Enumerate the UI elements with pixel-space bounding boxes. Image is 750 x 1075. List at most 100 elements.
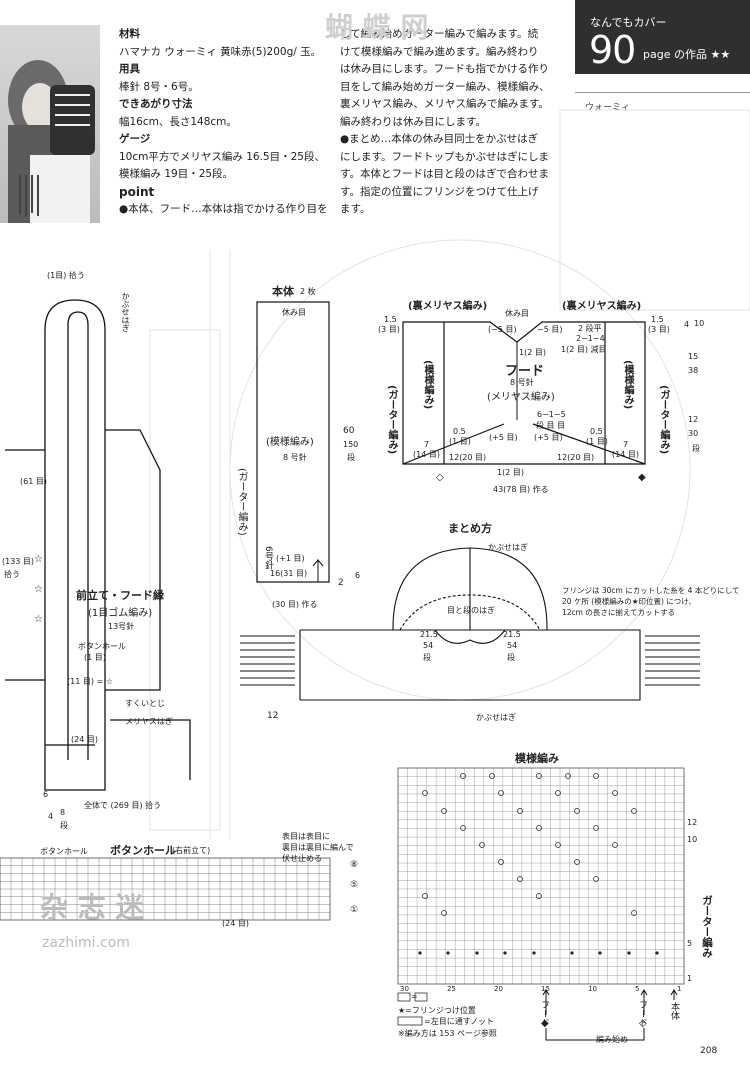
front-stars: ☆☆☆ [34,554,43,625]
hood-dec-title: 2 段平 [578,324,602,333]
hood-r15: 15 [688,352,699,361]
hood-reverse-right: (裏メリヤス編み) [562,301,642,312]
legend-ref: ※編み方は 153 ページ参照 [398,1029,497,1038]
body-h2: 2 [338,578,344,588]
banner-underline [575,92,750,93]
body-pattern: (模様編み) [266,437,314,448]
hood-dec1: 2−1−4 [576,334,605,343]
bh-sub: (右前立て) [172,846,211,855]
assembly-w12: 12 [267,711,279,721]
front-meriyasu: メリヤスはぎ [125,717,173,726]
front-bh: ボタンホール [78,642,126,651]
front-r61: (61 目) [20,477,47,486]
chart-arrows [542,989,678,1041]
front-r24: (24 目) [71,735,98,744]
body-count: 2 枚 [300,287,316,296]
body-h150: 150 [343,440,359,449]
bh-note3: 伏せ止める [282,854,322,863]
hood-one2: 1(2 目) [519,348,546,357]
front-kabuse: かぶせはぎ [121,292,130,332]
legend-fringe: ★=フリンジつけ位置 [398,1006,476,1015]
fringe-note-3: 12cm の長さに揃えてカットする [562,608,675,617]
body-garter: (ガーター編み) [236,468,247,536]
front-w4: 4 [48,812,54,821]
front-r11: (11 目) = ☆ [67,677,113,686]
chart-col-label: 15 [541,985,550,993]
instructions-line: ●まとめ…本体の休み目同士をかぶせはぎ [340,133,539,145]
watermark-bottom: 杂 志 迷 [40,891,144,924]
body-cast: (30 目) 作る [272,600,318,609]
hood-v15-right: 1.5 [651,315,664,324]
instructions-line: けて模様編みで編み進めます。編み終わり [340,45,539,58]
hood-diagram [402,321,646,465]
chart-start: 編み始め [596,1035,628,1044]
hood-v3-left: (3 目) [378,325,400,334]
model-photo-illustration [8,60,95,223]
chart-col-label: 10 [588,985,597,993]
instructions-line: 目をして編み始めガーター編み、模様編み、 [340,80,550,93]
chart-col-label: 30 [400,985,409,993]
materials-block: 材料 ハマナカ ウォーミィ 黄味赤(5)200g/ 玉。 用具 棒針 8号・6号… [119,26,339,219]
front-title: 前立て・フード縁 [76,589,164,602]
hood-v7-right: 7 [623,440,629,449]
watermark-top: 蝴 蝶 网 [325,11,429,44]
instructions-text: して編み始めガーター編みで編みます。続 けて模様編みで編み進めます。編み終わり … [340,26,555,219]
page-number: 208 [700,1046,718,1056]
point-heading: point [119,184,155,199]
hood-inc: 6−1−5 [537,410,566,419]
assembly-medan: 目と段のはぎ [447,606,495,615]
front-sukui: すくいとじ [125,699,165,708]
hood-plus5-left: (+5 目) [489,433,518,442]
instructions-line: ます。 [340,203,371,215]
assembly-diagram [299,547,641,701]
chart-body: 本体 [669,1002,679,1020]
front-pick2: 拾う [4,570,20,579]
hood-r38: 38 [688,366,699,375]
hood-v3-right: (3 目) [648,325,670,334]
instructions-line: す。指定の位置にフリンジをつけて仕上げ [340,185,539,198]
body-panel-diagram [256,301,330,583]
gauge-line-2: 模様編み 19目・25段。 [119,168,234,180]
front-pick1: (1目) 拾う [47,271,85,280]
hood-diamond-left: ◇ [436,472,444,483]
legend-equals: = [411,992,418,1001]
bh-c8: ⑧ [350,860,359,870]
body-dan: 段 [347,453,355,462]
hood-v14-left: (14 目) [413,450,440,459]
materials-yarn: ハマナカ ウォーミィ 黄味赤(5)200g/ 玉。 [119,45,322,58]
front-all: 全体で (269 目) 拾う [84,801,162,810]
bh-c1: ① [350,905,359,915]
hood-v1-left: (1 目) [449,437,471,446]
point-line-1: ●本体、フード…本体は指でかける作り目を [119,203,328,215]
chart-diamond-open: ◇ [639,1018,647,1029]
hood-minus5-right: −5 目) [537,325,563,334]
body-h60: 60 [343,426,355,436]
size-heading: できあがり寸法 [119,98,193,110]
fringe-left [240,635,295,686]
assembly-rdan: 段 [507,653,515,662]
body-st1631: 16(31 目) [270,569,308,578]
body-yasumi: 休み目 [282,308,306,317]
instructions-line: す。本体とフードは目と段のはぎで合わせま [340,168,549,180]
hood-needle: 8 号針 [510,378,534,387]
chart-col-label: 1 [677,985,682,993]
front-w6: 6 [43,790,49,799]
hood-title: フード [505,364,545,379]
hood-stockinette: (メリヤス編み) [487,392,555,403]
gauge-heading: ゲージ [119,133,151,145]
hood-inc2: 段 目 目 [536,421,566,430]
banner-page-label: page の作品 ★★ [643,48,731,61]
front-r133: (133 目) [2,557,35,566]
hood-pattern-left: (模様編み) [422,360,433,410]
front-band-diagram [5,299,191,791]
banner-title: なんでもカバー [590,16,667,29]
hood-v15-left: 1.5 [384,315,397,324]
bh-note1: 表目は表目に [282,832,330,841]
body-h6: 6 [355,571,361,580]
chart-garter-label: ガーター編み [701,895,713,958]
chart-hood-right: フード [637,1000,647,1027]
hood-v7-left: 7 [424,440,430,449]
fringe-note-2: 20 ケ所 (模様編みの★印位置) につけ、 [562,597,696,606]
body-plus1: (+1 目) [276,554,305,563]
